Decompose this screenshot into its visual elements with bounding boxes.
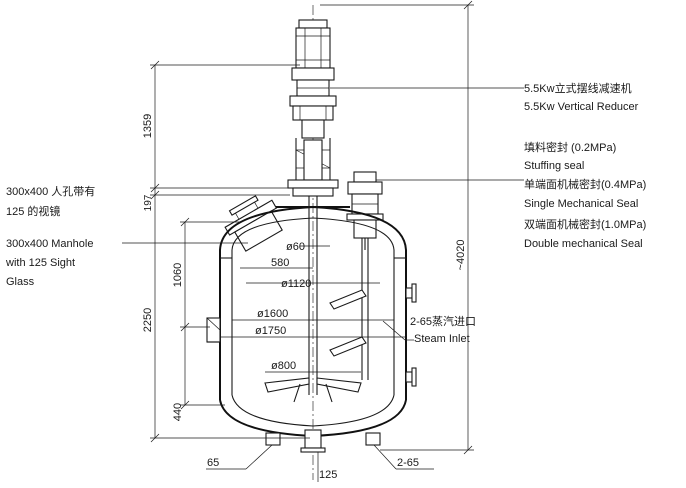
dip-pipe — [361, 238, 369, 380]
reducer-cn-label: 5.5Kw立式摆线减速机 — [524, 81, 632, 95]
dim-2250: 2250 — [142, 308, 154, 332]
seal-cn3-label: 双端面机械密封(1.0MPa) — [524, 217, 646, 231]
dim-125: 125 — [319, 469, 337, 481]
dim-440: 440 — [172, 403, 184, 421]
steam-nozzles — [405, 283, 417, 387]
bottom-parts — [265, 429, 381, 453]
dimension-line-right — [320, 0, 474, 455]
dim-d1120: ø1120 — [281, 278, 311, 290]
agitator-blades — [264, 289, 367, 403]
motor-reducer — [289, 19, 337, 139]
support-lug — [206, 317, 221, 343]
steam-cn-label: 2-65蒸汽进口 — [410, 314, 476, 328]
seal-en1-label: Stuffing seal — [524, 160, 584, 172]
seal-en3-label: Double mechanical Seal — [524, 238, 643, 250]
manhole-en2-label: with 125 Sight — [5, 257, 75, 269]
seal-cn1-label: 填料密封 (0.2MPa) — [524, 140, 616, 154]
manhole-cn1-label: 300x400 人孔带有 — [6, 184, 95, 198]
reducer-en-label: 5.5Kw Vertical Reducer — [524, 101, 639, 113]
agitator-shaft — [308, 196, 318, 395]
diameter-dims — [220, 245, 406, 373]
dim-197: 197 — [143, 194, 154, 211]
steam-en-label: Steam Inlet — [414, 333, 470, 345]
dim-1060: 1060 — [172, 263, 184, 287]
leader-lines — [122, 87, 524, 482]
seal-assembly — [346, 171, 384, 250]
manhole-cn2-label: 125 的视镜 — [6, 204, 60, 218]
dimension-lines-left — [150, 60, 310, 443]
dim-580: 580 — [271, 257, 289, 269]
dim-d800: ø800 — [271, 360, 296, 372]
seal-cn2-label: 单端面机械密封(0.4MPa) — [524, 177, 646, 191]
manhole-en3-label: Glass — [6, 276, 35, 288]
dim-d1600: ø1600 — [257, 308, 288, 320]
dim-d60: ø60 — [286, 241, 305, 253]
seal-en2-label: Single Mechanical Seal — [524, 198, 638, 210]
manhole-en1-label: 300x400 Manhole — [6, 238, 93, 250]
dim-2-65: 2-65 — [397, 457, 419, 469]
dim-1359: 1359 — [142, 114, 154, 138]
dim-4020: ~4020 — [455, 240, 467, 271]
dim-d1750: ø1750 — [255, 325, 286, 337]
support-frame — [287, 138, 339, 197]
dim-65: 65 — [207, 457, 219, 469]
